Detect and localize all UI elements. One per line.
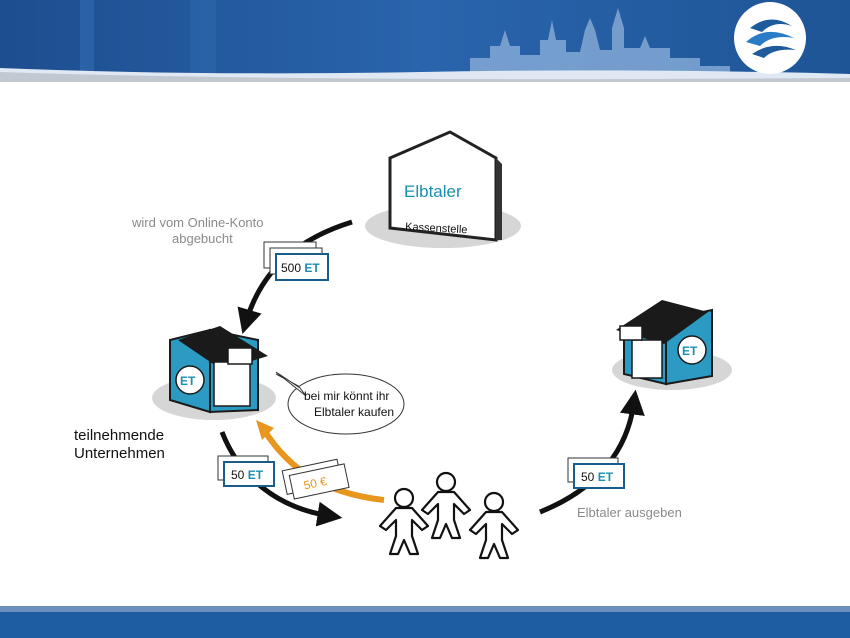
svg-text:bei mir könnt ihr: bei mir könnt ihr — [304, 389, 389, 403]
label-teilnehmende-2: Unternehmen — [74, 445, 165, 462]
svg-text:500 ET: 500 ET — [281, 261, 320, 275]
header-banner — [0, 0, 850, 82]
bill-500-et: 500 ET — [263, 241, 329, 281]
kassenstelle-building: Elbtaler Kassenstelle — [365, 130, 521, 248]
people-group — [378, 471, 520, 560]
label-online-konto-2: abgebucht — [172, 231, 233, 246]
svg-text:ET: ET — [682, 344, 698, 358]
speech-bubble: bei mir könnt ihr Elbtaler kaufen — [275, 371, 405, 435]
svg-text:Elbtaler kaufen: Elbtaler kaufen — [314, 405, 394, 419]
kasse-label: Kassenstelle — [405, 221, 468, 236]
shop-right: ET — [612, 300, 732, 390]
arrow-people-to-shop-right — [539, 389, 645, 515]
arrow-shop-to-people — [219, 431, 343, 527]
svg-text:50 ET: 50 ET — [231, 468, 264, 482]
label-teilnehmende-1: teilnehmende — [74, 427, 164, 444]
bill-50-et-left: 50 ET — [217, 455, 275, 487]
bill-50-euro: 50 € — [281, 458, 350, 500]
label-ausgeben: Elbtaler ausgeben — [577, 505, 682, 520]
footer-bar — [0, 606, 850, 638]
kasse-brand: Elbtaler — [404, 182, 462, 201]
shop-left: ET — [152, 326, 276, 420]
svg-text:50 €: 50 € — [302, 474, 328, 493]
city-skyline — [470, 8, 730, 72]
elbtaler-logo — [734, 2, 806, 74]
label-online-konto-1: wird vom Online-Konto — [131, 215, 264, 230]
svg-text:ET: ET — [180, 374, 196, 388]
svg-text:50 ET: 50 ET — [581, 470, 614, 484]
bill-50-et-right: 50 ET — [567, 457, 625, 489]
